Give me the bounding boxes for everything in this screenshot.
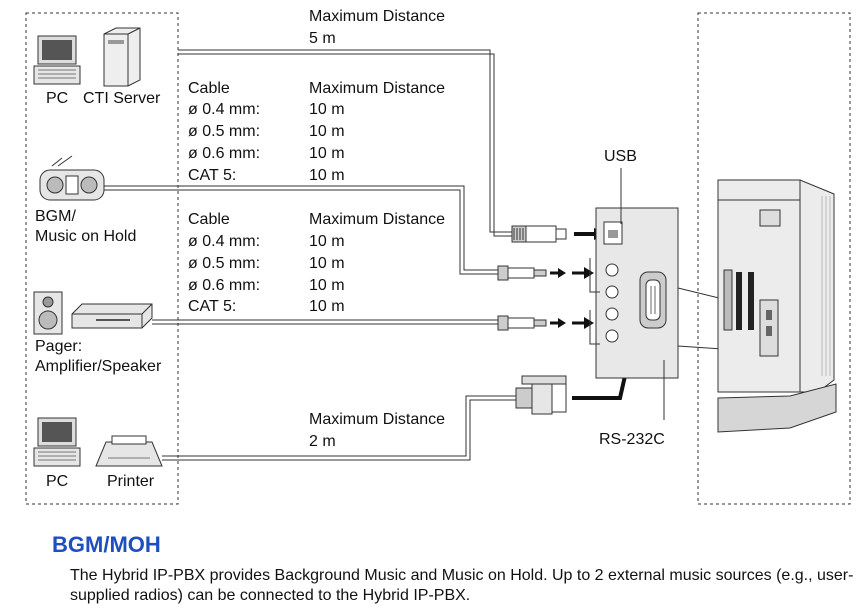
usb-port-label: USB [604, 148, 637, 165]
pc-icon-bottom [33, 417, 81, 467]
rs232-cable [162, 395, 516, 461]
rs232-distance-header: Maximum Distance [309, 411, 446, 428]
section-body: The Hybrid IP-PBX provides Background Mu… [70, 567, 854, 604]
external-devices-box [25, 12, 179, 505]
bgm-cable-row: ø 0.5 mm: [188, 123, 261, 140]
bgm-cable-header: Cable [188, 80, 230, 97]
bgm-cable-row: ø 0.4 mm: [188, 101, 261, 118]
pc-icon [33, 35, 81, 85]
usb-distance-header: Maximum Distance [309, 8, 446, 25]
printer-label: Printer [107, 473, 155, 490]
bgm-distance-row: 10 m [309, 101, 345, 118]
pager-label-line2: Amplifier/Speaker [35, 358, 162, 375]
pc-bottom-label: PC [46, 473, 69, 490]
pager-cable-row: ø 0.4 mm: [188, 233, 261, 250]
amplifier-icon [71, 303, 153, 329]
pager-cable-row: CAT 5: [188, 298, 237, 315]
pc-top-label: PC [46, 90, 69, 107]
pager-label-line1: Pager: [35, 338, 83, 355]
pager-distance-header: Maximum Distance [309, 211, 446, 228]
bgm-distance-row: 10 m [309, 145, 345, 162]
pager-cable-header: Cable [188, 211, 230, 228]
bgm-distance-row: 10 m [309, 123, 345, 140]
usb-cable [178, 49, 512, 237]
server-icon [103, 27, 141, 87]
usb-distance-value: 5 m [309, 30, 336, 47]
pager-cable-row: ø 0.5 mm: [188, 255, 261, 272]
bgm-distance-row: 10 m [309, 167, 345, 184]
bgm-label-line1: BGM/ [35, 208, 76, 225]
pager-distance-row: 10 m [309, 255, 345, 272]
pager-distance-row: 10 m [309, 277, 345, 294]
pager-arrow-head [584, 317, 594, 329]
bgm-distance-header: Maximum Distance [309, 80, 446, 97]
pager-cable [152, 319, 498, 325]
speaker-icon [33, 291, 63, 335]
bgm-cable [104, 185, 498, 275]
bgm-cable-row: ø 0.6 mm: [188, 145, 261, 162]
audio-plug-pager [497, 315, 566, 331]
pbx-box [697, 12, 851, 505]
pager-cable-row: ø 0.6 mm: [188, 277, 261, 294]
audio-plug-bgm [497, 265, 566, 281]
db9-connector [515, 375, 567, 415]
bgm-label-line2: Music on Hold [35, 228, 137, 245]
pager-distance-row: 10 m [309, 298, 345, 315]
radio-icon [39, 155, 105, 201]
rs232-port-label: RS-232C [599, 431, 665, 448]
pager-distance-row: 10 m [309, 233, 345, 250]
bgm-arrow-head [584, 267, 594, 279]
bgm-cable-row: CAT 5: [188, 167, 237, 184]
interface-card [589, 207, 679, 420]
section-title: BGM/MOH [52, 532, 161, 557]
usb-plug [511, 225, 567, 243]
pbx-unit [717, 179, 837, 433]
cti-server-label: CTI Server [83, 90, 161, 107]
printer-icon [95, 435, 163, 467]
rs232-distance-value: 2 m [309, 433, 336, 450]
